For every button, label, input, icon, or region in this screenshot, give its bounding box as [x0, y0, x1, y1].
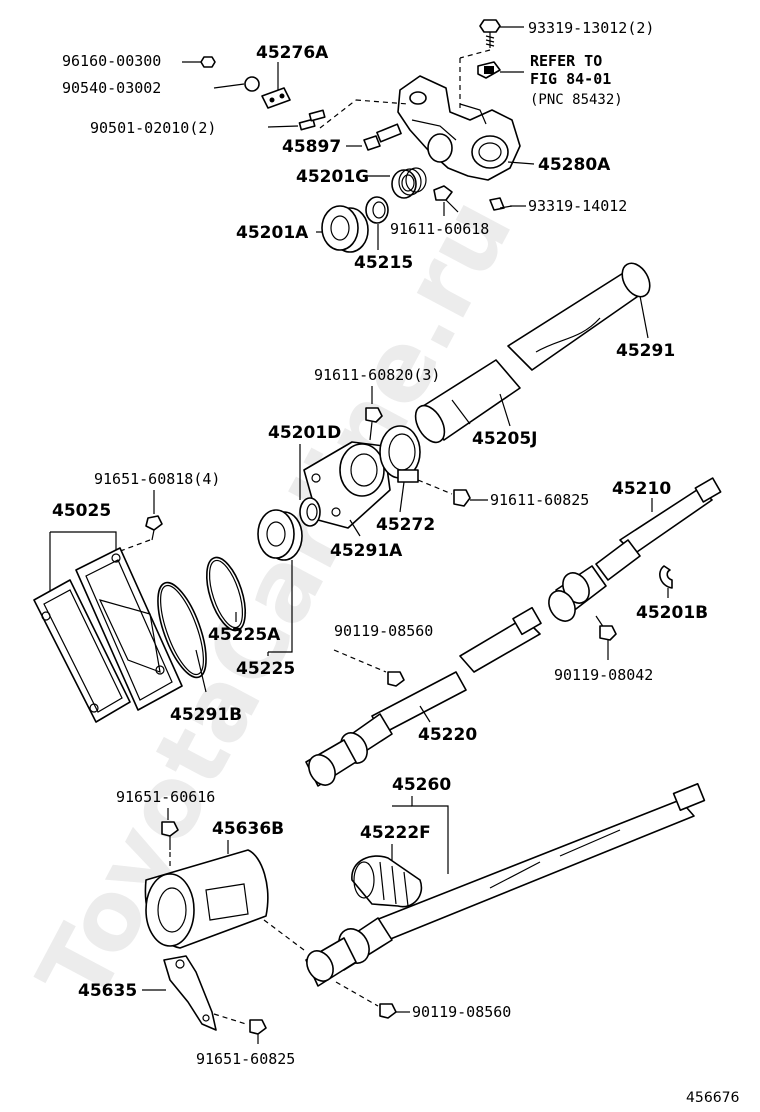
label-45225: 45225 — [236, 659, 295, 679]
clamp-45272-icon — [379, 425, 421, 483]
label-45215: 45215 — [354, 253, 413, 273]
label-91611-60820: 91611-60820(3) — [314, 366, 440, 384]
bolt-91651-60616-icon — [161, 821, 179, 850]
bolt-90119-08042-icon — [595, 615, 617, 641]
label-45210: 45210 — [612, 479, 671, 499]
label-91611-60825: 91611-60825 — [490, 491, 589, 509]
label-91651-60825: 91651-60825 — [196, 1050, 295, 1068]
label-45205J: 45205J — [472, 429, 537, 449]
refer-line3: (PNC 85432) — [530, 92, 623, 108]
label-45291B: 45291B — [170, 705, 242, 725]
seal-ring-icon — [299, 497, 321, 527]
spring-pin-icon — [298, 109, 326, 131]
bolt-91651-60825-icon — [249, 1019, 267, 1035]
label-45260: 45260 — [392, 775, 451, 795]
cover-45636B-icon — [144, 849, 269, 949]
label-45272: 45272 — [376, 515, 435, 535]
o-ring-45291B-icon — [157, 581, 207, 679]
support-45291A-icon — [303, 441, 391, 529]
spring-45201G-icon — [391, 167, 427, 199]
label-45201G: 45201G — [296, 167, 369, 187]
bolt-91611-60820-icon — [365, 407, 383, 441]
clip-45201B-icon — [659, 565, 673, 589]
label-45222F: 45222F — [360, 823, 431, 843]
shaft-45260-icon — [305, 782, 706, 987]
bolt-90119-08560-b-icon — [379, 1003, 397, 1019]
label-90540-03002: 90540-03002 — [62, 79, 161, 97]
bracket-45276A-icon — [261, 87, 291, 109]
bolt-91611-60825-icon — [453, 489, 471, 507]
bolt-90119-08560-a-icon — [387, 671, 405, 687]
label-45220: 45220 — [418, 725, 477, 745]
nut-90540-icon — [244, 76, 260, 92]
cover-45291-icon — [507, 262, 651, 371]
label-45201D: 45201D — [268, 423, 341, 443]
bolt-93319-14012-icon — [489, 197, 513, 211]
label-45635: 45635 — [78, 981, 137, 1001]
bushing-45225-icon — [257, 509, 303, 561]
label-93319-14012: 93319-14012 — [528, 197, 627, 215]
housing-45280A-icon — [397, 75, 521, 181]
label-45280A: 45280A — [538, 155, 611, 175]
label-91651-60616: 91651-60616 — [116, 788, 215, 806]
plug-96160-icon — [200, 56, 216, 68]
snap-ring-45215-icon — [365, 196, 389, 224]
label-45897: 45897 — [282, 137, 341, 157]
bolt-93319-13012-icon — [479, 19, 501, 48]
refer-line2: FIG 84-01 — [530, 70, 611, 88]
label-90119-08560-a: 90119-08560 — [334, 622, 433, 640]
label-91651-60818: 91651-60818(4) — [94, 470, 220, 488]
bolt-91651-60818-icon — [145, 515, 163, 541]
grommet-45025-icon — [33, 547, 183, 723]
label-45291A: 45291A — [330, 541, 403, 561]
shaft-45220-icon — [305, 606, 542, 787]
label-45201B: 45201B — [636, 603, 708, 623]
boot-45222F-icon — [351, 855, 423, 908]
label-45276A: 45276A — [256, 43, 329, 63]
bracket-45635-icon — [163, 955, 217, 1031]
refer-line1: REFER TO — [530, 52, 602, 70]
figure-id: 456676 — [686, 1090, 740, 1106]
shaft-45210-icon — [548, 477, 722, 622]
label-45201A: 45201A — [236, 223, 309, 243]
label-90119-08042: 90119-08042 — [554, 666, 653, 684]
refer-connector-icon — [477, 61, 501, 79]
label-45025: 45025 — [52, 501, 111, 521]
bearing-45201A-icon — [321, 205, 369, 253]
label-93319-13012: 93319-13012(2) — [528, 19, 654, 37]
label-45225A: 45225A — [208, 625, 281, 645]
bolt-91611-60618-icon — [433, 185, 459, 213]
stud-45897-icon — [363, 123, 402, 151]
label-90501-02010: 90501-02010(2) — [90, 119, 216, 137]
label-91611-60618: 91611-60618 — [390, 220, 489, 238]
label-90119-08560-b: 90119-08560 — [412, 1003, 511, 1021]
label-45636B: 45636B — [212, 819, 284, 839]
tube-45205J-icon — [414, 359, 521, 444]
label-45291: 45291 — [616, 341, 675, 361]
label-96160-00300: 96160-00300 — [62, 52, 161, 70]
